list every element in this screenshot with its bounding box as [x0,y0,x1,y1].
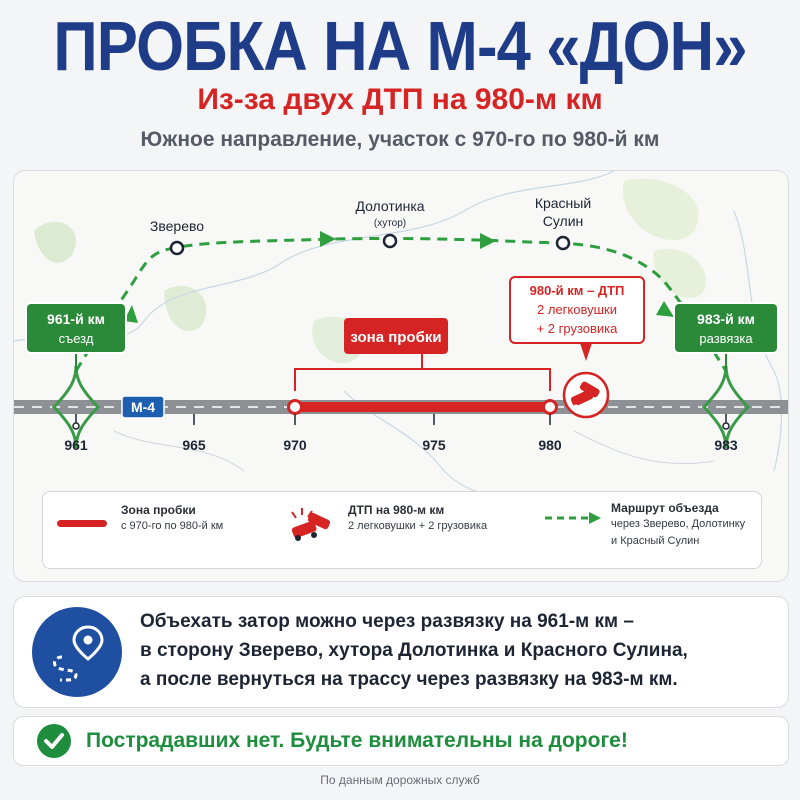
detour-route [74,236,728,372]
svg-text:983: 983 [714,437,738,453]
minor-road [573,430,715,465]
legend-jam-swatch [57,520,107,527]
accident-callout-pointer [580,343,592,361]
legend-jam: Зона пробки с 970-го по 980-й км [121,502,223,535]
legend-accident-desc: 2 легковушки + 2 грузовика [348,520,488,532]
check-circle-icon [37,724,71,758]
safety-notice: Пострадавших нет. Будьте внимательны на … [13,716,789,766]
legend-detour-desc-2: и Красный Сулин [611,535,700,547]
legend-detour-desc-1: через Зверево, Долотинку [611,518,746,530]
town-marker-zverevo [169,240,185,256]
road-badge [121,395,165,419]
km-marker-975: 975 [422,414,446,453]
terrain-patch [622,178,699,241]
detour-info-line-3: а после вернуться на трассу через развяз… [140,669,678,690]
svg-text:980: 980 [538,437,562,453]
exit-983-sign [673,302,779,354]
jam-zone-line [295,402,551,412]
jam-label-box [344,318,448,354]
road-name: М-4 [131,399,155,415]
town-krasny-sulin-line1: Красный [535,195,591,211]
river [733,210,783,472]
town-krasny-sulin-line2: Сулин [543,213,584,229]
accident-cars: 2 легковушки [537,302,617,317]
accident-title: 980-й км – ДТП [530,283,625,298]
town-marker-krasny-sulin [555,235,571,251]
town-dolotinka-note: (хутор) [374,218,406,229]
terrain-patch [653,248,706,299]
legend-accident-icon [291,508,331,541]
page-title: ПРОБКА НА М-4 «ДОН» [53,7,747,85]
legend-detour-swatch [545,512,601,524]
interchange-961 [51,365,101,449]
terrain-patch [34,221,76,263]
jam-end-marker [542,399,558,415]
detour-info-card: Объехать затор можно через развязку на 9… [13,596,789,708]
minor-road [113,430,245,472]
svg-text:975: 975 [422,437,446,453]
exit-983-type: развязка [699,331,753,346]
svg-text:970: 970 [283,437,307,453]
terrain-patch [164,285,207,331]
exit-961-km: 961-й км [47,311,105,327]
legend-detour: Маршрут объезда через Зверево, Долотинку… [611,500,745,550]
detour-arrow [320,231,336,247]
accident-icon [562,371,610,419]
svg-text:965: 965 [182,437,206,453]
town-dolotinka: Долотинка [355,198,424,214]
km-marker-980: 980 [538,414,562,453]
legend-jam-desc: с 970-го по 980-й км [121,520,224,532]
km-marker-970: 970 [283,414,307,453]
jam-start-marker [287,399,303,415]
interchange-983 [701,365,751,449]
town-marker-dolotinka [382,233,398,249]
exit-961-type: съезд [59,331,94,346]
route-icon [32,607,122,697]
accident-trucks: + 2 грузовика [537,321,619,336]
legend-accident-title: ДТП на 980-м км [348,503,445,517]
direction-note: Южное направление, участок с 970-го по 9… [140,128,660,151]
km-marker-965: 965 [182,414,206,453]
legend-jam-title: Зона пробки [121,503,196,517]
legend-accident: ДТП на 980-м км 2 легковушки + 2 грузови… [348,502,487,535]
route-map: зона пробки 980-й км – ДТП 2 легковушки … [13,170,789,582]
map-legend: Зона пробки с 970-го по 980-й км ДТП на … [42,491,762,569]
legend-detour-title: Маршрут объезда [611,501,719,515]
detour-info-line-2: в сторону Зверево, хутора Долотинка и Кр… [140,640,688,661]
detour-arrow [124,305,138,323]
town-zverevo: Зверево [150,218,204,234]
accident-callout [509,276,645,344]
safety-notice-text: Пострадавших нет. Будьте внимательны на … [86,729,628,752]
svg-text:961: 961 [64,437,88,453]
subtitle: Из-за двух ДТП на 980-м км [197,83,603,116]
jam-label: зона пробки [350,329,441,346]
km-marker-983: 983 [714,414,738,453]
detour-arrow [480,233,496,249]
exit-983-km: 983-й км [697,311,755,327]
exit-961-sign [25,302,127,354]
jam-bracket [294,368,551,391]
detour-arrow [656,301,674,317]
km-marker-961: 961 [64,414,88,453]
detour-info-text: Объехать затор можно через развязку на 9… [140,607,780,694]
detour-info-line-1: Объехать затор можно через развязку на 9… [140,611,634,632]
source-note: По данным дорожных служб [320,773,480,787]
map-canvas: зона пробки 980-й км – ДТП 2 легковушки … [14,171,788,496]
